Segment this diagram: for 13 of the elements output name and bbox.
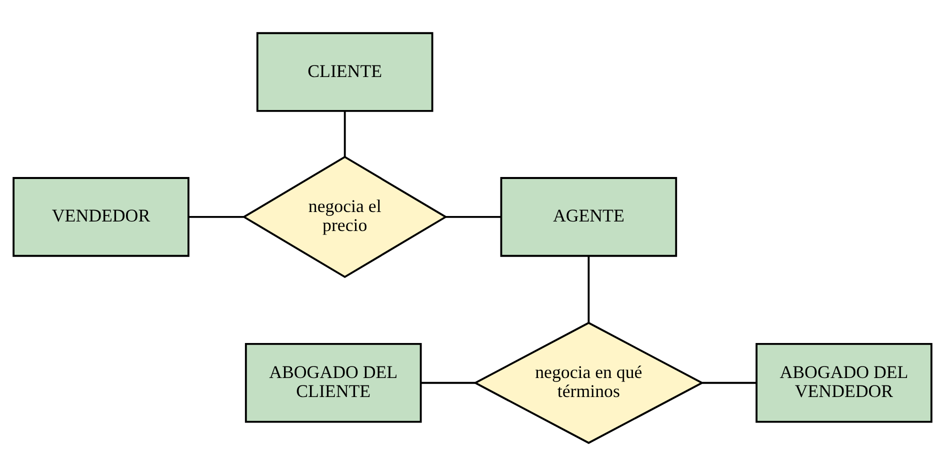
node-box: ABOGADO DEL CLIENTE — [244, 342, 422, 422]
node-box: CLIENTE — [256, 32, 434, 112]
connector — [188, 215, 244, 218]
node-box: AGENTE — [500, 176, 678, 256]
connector — [421, 381, 476, 384]
connector — [588, 256, 590, 322]
node-diamond: negocia en qué términos — [473, 321, 704, 444]
connector — [344, 110, 346, 156]
connector — [446, 215, 502, 218]
connector — [702, 381, 756, 384]
node-box: VENDEDOR — [12, 176, 190, 256]
node-diamond: negocia el precio — [242, 155, 448, 278]
node-box: ABOGADO DEL VENDEDOR — [756, 342, 932, 422]
